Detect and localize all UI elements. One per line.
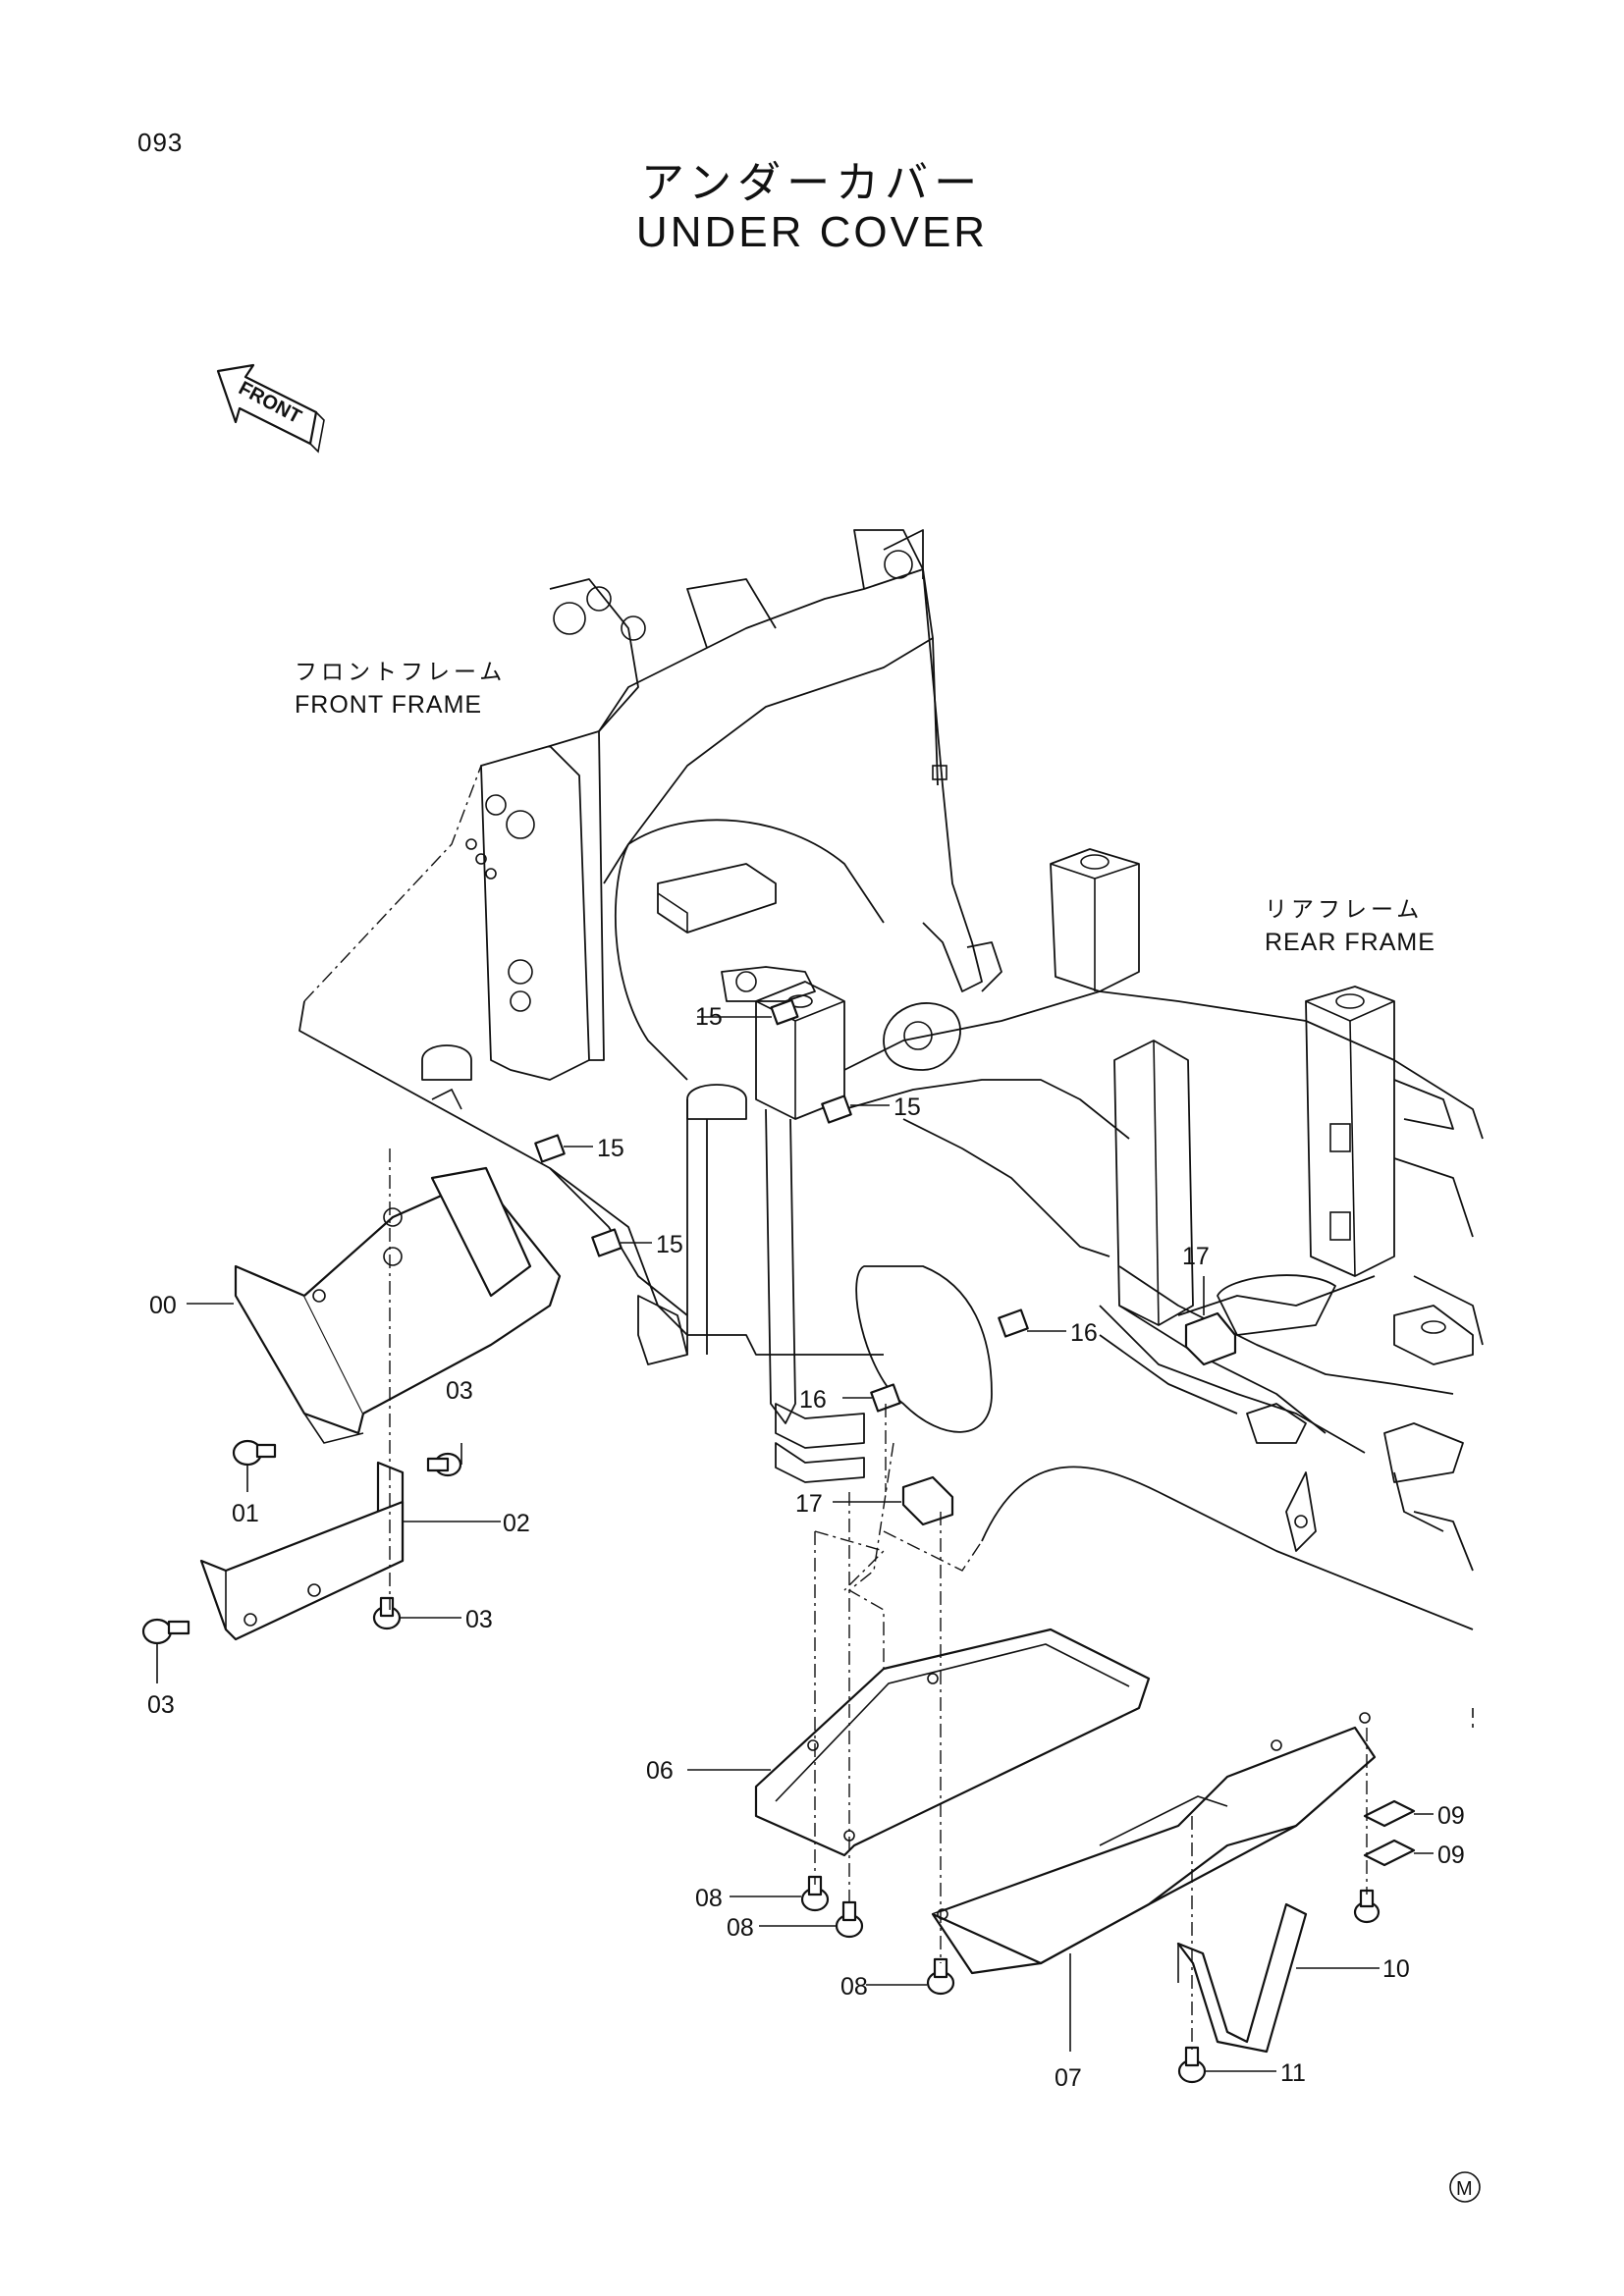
page-number: 093 <box>137 128 184 157</box>
block-17a-icon <box>1184 1311 1237 1366</box>
callout-leaders <box>156 1016 1434 2072</box>
callout-00: 00 <box>149 1292 177 1319</box>
pad-15c-icon <box>534 1134 566 1163</box>
callout-16-a: 16 <box>1070 1319 1098 1347</box>
shim-09a-icon <box>1363 1799 1416 1828</box>
front-arrow-icon: FRONT <box>216 363 325 454</box>
rear-frame-drawing <box>755 848 1484 1728</box>
callout-17-b: 17 <box>795 1490 823 1518</box>
pad-15b-icon <box>821 1095 852 1124</box>
callout-08-a: 08 <box>695 1885 723 1912</box>
bolt-03-mid-icon <box>372 1596 402 1630</box>
callout-11: 11 <box>1280 2059 1306 2087</box>
callout-10: 10 <box>1382 1955 1410 1983</box>
callout-09-b: 09 <box>1437 1842 1465 1869</box>
callout-03-mid: 03 <box>465 1606 493 1633</box>
bolt-01-icon <box>232 1439 277 1467</box>
part-02-bracket <box>199 1461 405 1641</box>
pad-16b-icon <box>870 1383 901 1413</box>
rear-frame-label-jp: リアフレーム <box>1265 897 1423 923</box>
manufacturer-mark-icon: M <box>1449 2171 1481 2203</box>
callout-07: 07 <box>1055 2064 1082 2092</box>
callout-15-d: 15 <box>656 1231 683 1258</box>
callout-01: 01 <box>232 1500 259 1527</box>
callout-02: 02 <box>503 1510 530 1537</box>
part-00-bracket <box>234 1166 562 1444</box>
manufacturer-mark-letter: M <box>1456 2178 1473 2200</box>
bolt-08c-icon <box>926 1957 955 1996</box>
callout-03-bottom: 03 <box>147 1691 175 1719</box>
part-10-bracket <box>1176 1902 1308 2054</box>
bolt-03-top-icon <box>426 1452 462 1477</box>
pad-15d-icon <box>591 1228 623 1257</box>
pad-16a-icon <box>998 1308 1029 1338</box>
callout-17-a: 17 <box>1182 1243 1210 1270</box>
callout-03-top: 03 <box>446 1377 473 1405</box>
front-frame-label-jp: フロントフレーム <box>295 660 506 685</box>
shim-09b-icon <box>1363 1839 1416 1867</box>
title-japanese: アンダーカバー <box>640 158 984 208</box>
callout-08-c: 08 <box>840 1973 868 2001</box>
front-frame-label-en: FRONT FRAME <box>295 691 482 719</box>
front-frame-drawing <box>298 529 1002 1365</box>
bolt-08a-icon <box>800 1875 830 1912</box>
title-english: UNDER COVER <box>635 208 989 256</box>
assembly-guide-lines <box>389 1148 1368 2052</box>
callout-15-c: 15 <box>597 1135 624 1162</box>
callout-08-b: 08 <box>727 1914 754 1942</box>
callout-06: 06 <box>646 1757 674 1785</box>
bolt-03-left-icon <box>141 1618 190 1645</box>
part-06-cover <box>754 1628 1151 1857</box>
part-07-cover <box>931 1712 1377 1975</box>
rear-frame-label-en: REAR FRAME <box>1265 929 1435 956</box>
callout-15-b: 15 <box>893 1094 921 1121</box>
callout-09-a: 09 <box>1437 1802 1465 1830</box>
bolt-11-icon <box>1177 2046 1207 2084</box>
bolt-09-icon <box>1353 1889 1380 1924</box>
block-17b-icon <box>901 1475 954 1526</box>
callout-15-a: 15 <box>695 1003 723 1031</box>
bolt-08b-icon <box>835 1900 864 1939</box>
pad-15a-icon <box>770 998 799 1026</box>
callout-16-b: 16 <box>799 1386 827 1414</box>
